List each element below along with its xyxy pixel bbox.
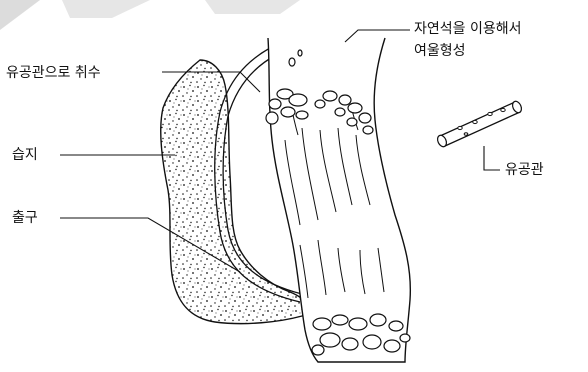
perforated-pipe-illustration bbox=[436, 100, 523, 148]
label-wetland: 습지 bbox=[12, 146, 38, 164]
label-riffle-line2: 여울형성 bbox=[414, 42, 466, 60]
label-riffle-line1: 자연석을 이용해서 bbox=[414, 20, 522, 38]
label-perforated-pipe: 유공관 bbox=[505, 161, 544, 179]
label-pipe-intake: 유공관으로 취수 bbox=[6, 64, 101, 82]
pipe-detail-leader bbox=[484, 146, 500, 170]
label-outlet: 출구 bbox=[12, 209, 38, 227]
corner-shading bbox=[0, 0, 300, 30]
